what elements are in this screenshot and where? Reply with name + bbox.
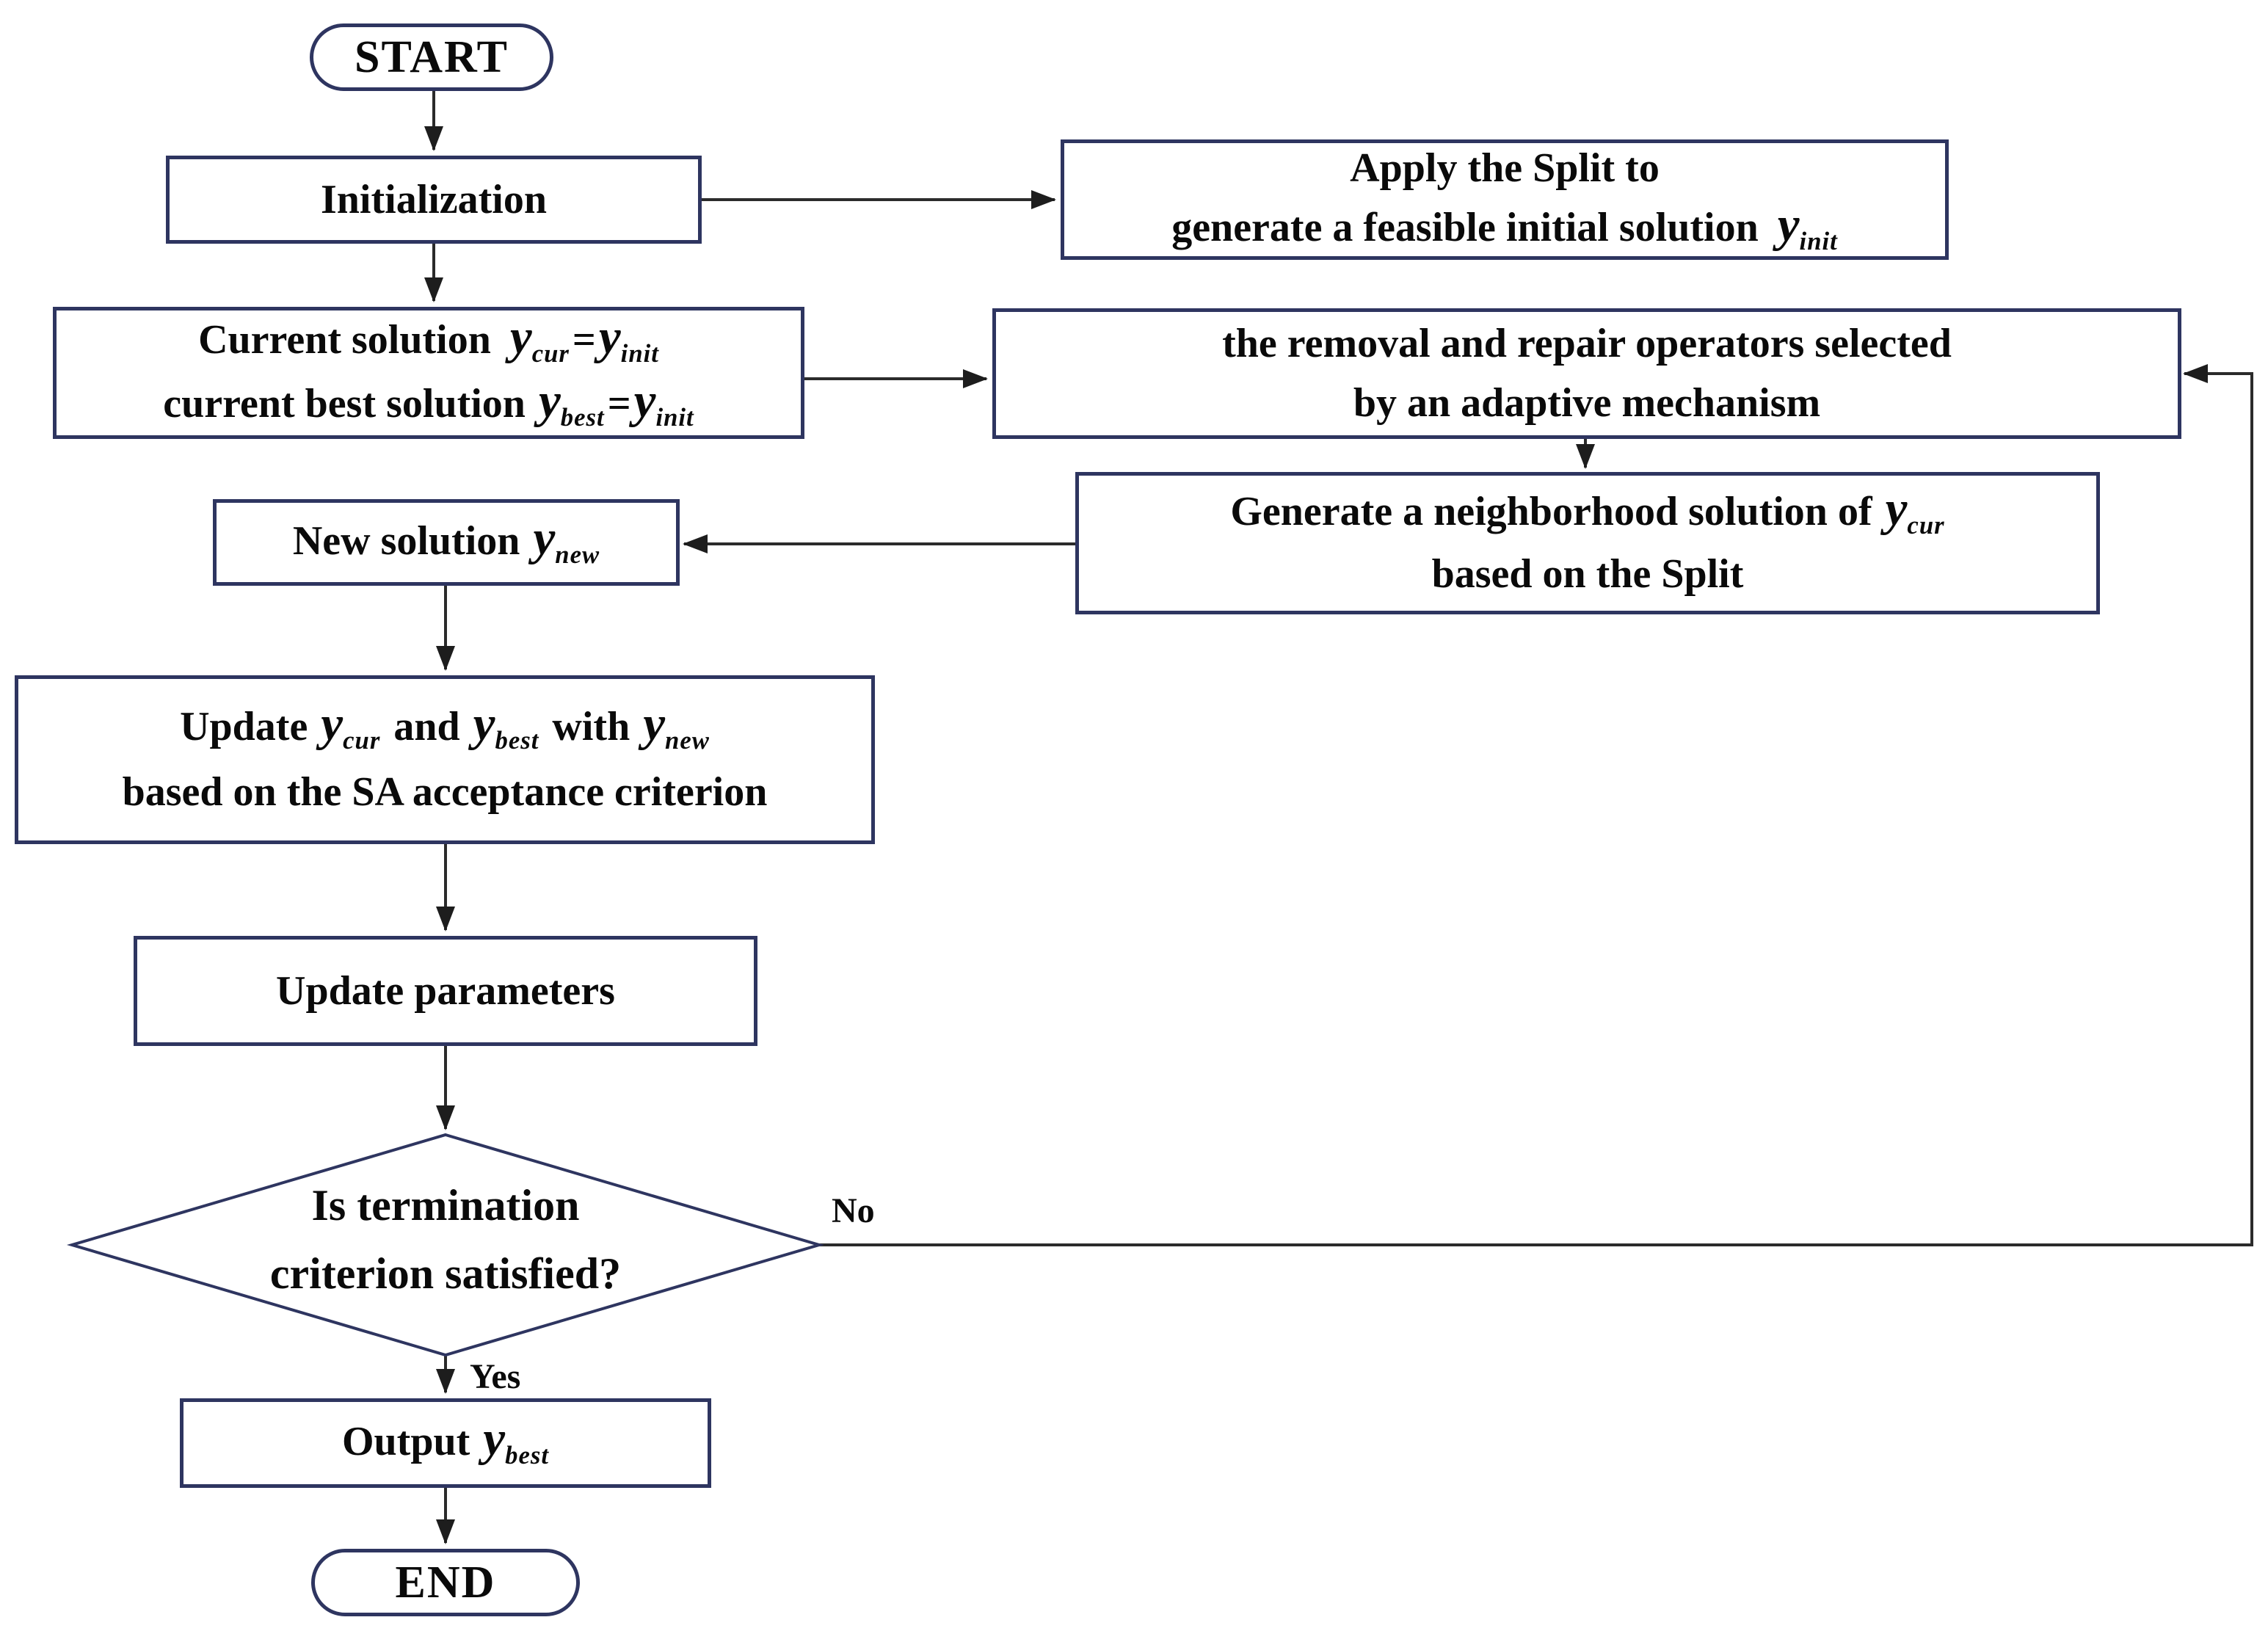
node-termination-label: Is termination criterion satisfied? — [147, 1172, 744, 1308]
edge-termination-no-feedback — [819, 364, 2253, 1246]
initialization-label: Initialization — [320, 177, 548, 222]
start-label: START — [355, 32, 509, 82]
end-label: END — [395, 1557, 496, 1608]
operators-line2: by an adaptive mechanism — [1353, 380, 1821, 426]
apply-split-line1: Apply the Split to — [1350, 145, 1660, 192]
node-operators: the removal and repair operators selecte… — [992, 308, 2181, 439]
generate-neighborhood-line2: based on the Split — [1431, 551, 1744, 597]
node-start: START — [310, 23, 553, 91]
node-update-parameters: Update parameters — [134, 936, 757, 1046]
edge-label-yes: Yes — [470, 1357, 521, 1396]
termination-diamond-shape — [66, 1133, 825, 1357]
node-end: END — [311, 1549, 580, 1616]
node-initialization: Initialization — [166, 156, 702, 244]
termination-line2: criterion satisfied? — [269, 1249, 622, 1298]
node-apply-split: Apply the Split to generate a feasible i… — [1061, 139, 1949, 260]
update-parameters-label: Update parameters — [276, 968, 615, 1014]
edge-label-no: No — [832, 1191, 875, 1230]
update-solution-line2: based on the SA acceptance criterion — [122, 769, 768, 816]
operators-line1: the removal and repair operators selecte… — [1222, 320, 1952, 366]
termination-line1: Is termination — [311, 1181, 580, 1229]
